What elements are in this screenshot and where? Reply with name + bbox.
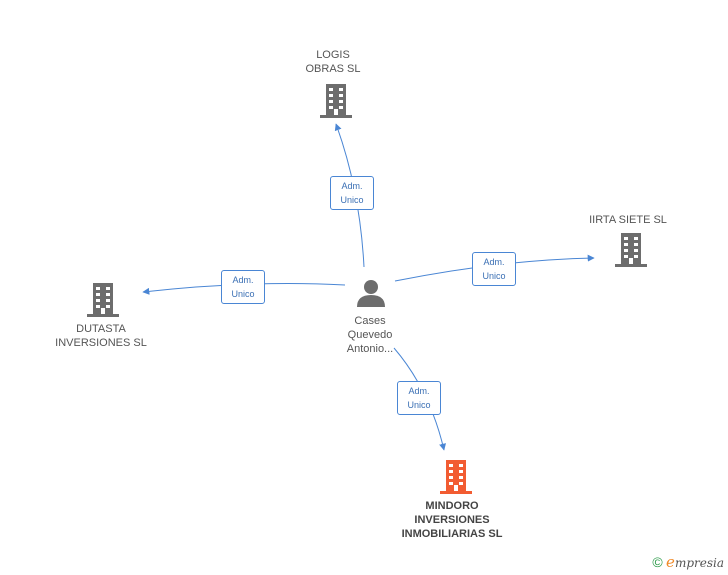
edge-label-to-logis[interactable]: Adm. Unico (330, 176, 374, 210)
node-label: MINDORO INVERSIONES INMOBILIARIAS SL (401, 500, 503, 540)
node-dutasta-inversiones[interactable]: DUTASTA INVERSIONES SL (48, 322, 154, 350)
building-icon (87, 283, 119, 317)
node-label: DUTASTA INVERSIONES SL (55, 323, 147, 349)
copyright-icon: © (652, 554, 663, 570)
building-icon (615, 233, 647, 267)
node-logis-obras[interactable]: LOGIS OBRAS SL (292, 48, 374, 76)
building-icon (440, 460, 472, 494)
node-iirta-siete[interactable]: IIRTA SIETE SL (578, 213, 678, 227)
node-mindoro-inversiones[interactable]: MINDORO INVERSIONES INMOBILIARIAS SL (386, 499, 518, 541)
node-person-cases-quevedo[interactable]: Cases Quevedo Antonio... (330, 314, 410, 356)
building-icon (320, 84, 352, 118)
node-label: Cases Quevedo Antonio... (346, 315, 394, 355)
brand-logo: empresia (666, 553, 724, 571)
edge-label-to-mindoro[interactable]: Adm. Unico (397, 381, 441, 415)
person-icon (357, 280, 385, 307)
edge-label-to-iirta[interactable]: Adm. Unico (472, 252, 516, 286)
node-label: IIRTA SIETE SL (589, 214, 667, 226)
edge-label-to-dutasta[interactable]: Adm. Unico (221, 270, 265, 304)
node-label: LOGIS OBRAS SL (305, 49, 361, 75)
empresia-watermark: © empresia (652, 553, 724, 571)
